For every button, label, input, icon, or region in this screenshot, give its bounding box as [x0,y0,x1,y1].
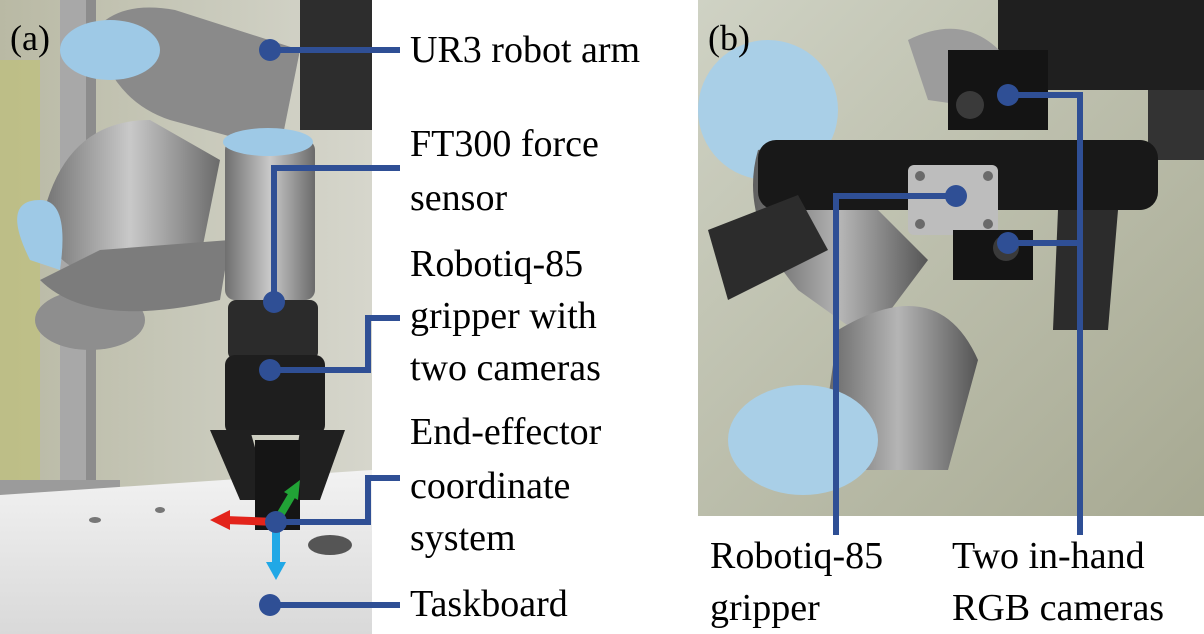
label-gripper-line2: gripper with [410,295,597,337]
label-taskboard: Taskboard [410,583,568,625]
label-b-cams-line2: RGB cameras [952,587,1165,629]
label-gripper-line1: Robotiq-85 [410,243,584,285]
label-ft300-line1: FT300 force [410,123,599,165]
gripper-closeup-photo [698,0,1204,516]
label-b-gripper-line1: Robotiq-85 [710,535,884,577]
label-b-cams-line1: Two in-hand [952,535,1145,577]
panel-tag-b: (b) [708,18,750,58]
label-b-gripper-line2: gripper [710,587,820,629]
label-ur3-arm: UR3 robot arm [410,29,641,71]
label-ft300-line2: sensor [410,177,508,219]
label-ee-line2: coordinate [410,465,571,507]
robot-setup-photo [0,0,372,634]
label-gripper-line3: two cameras [410,347,601,389]
panel-tag-a: (a) [10,18,50,58]
label-ee-line3: system [410,517,516,559]
label-ee-line1: End-effector [410,411,602,453]
